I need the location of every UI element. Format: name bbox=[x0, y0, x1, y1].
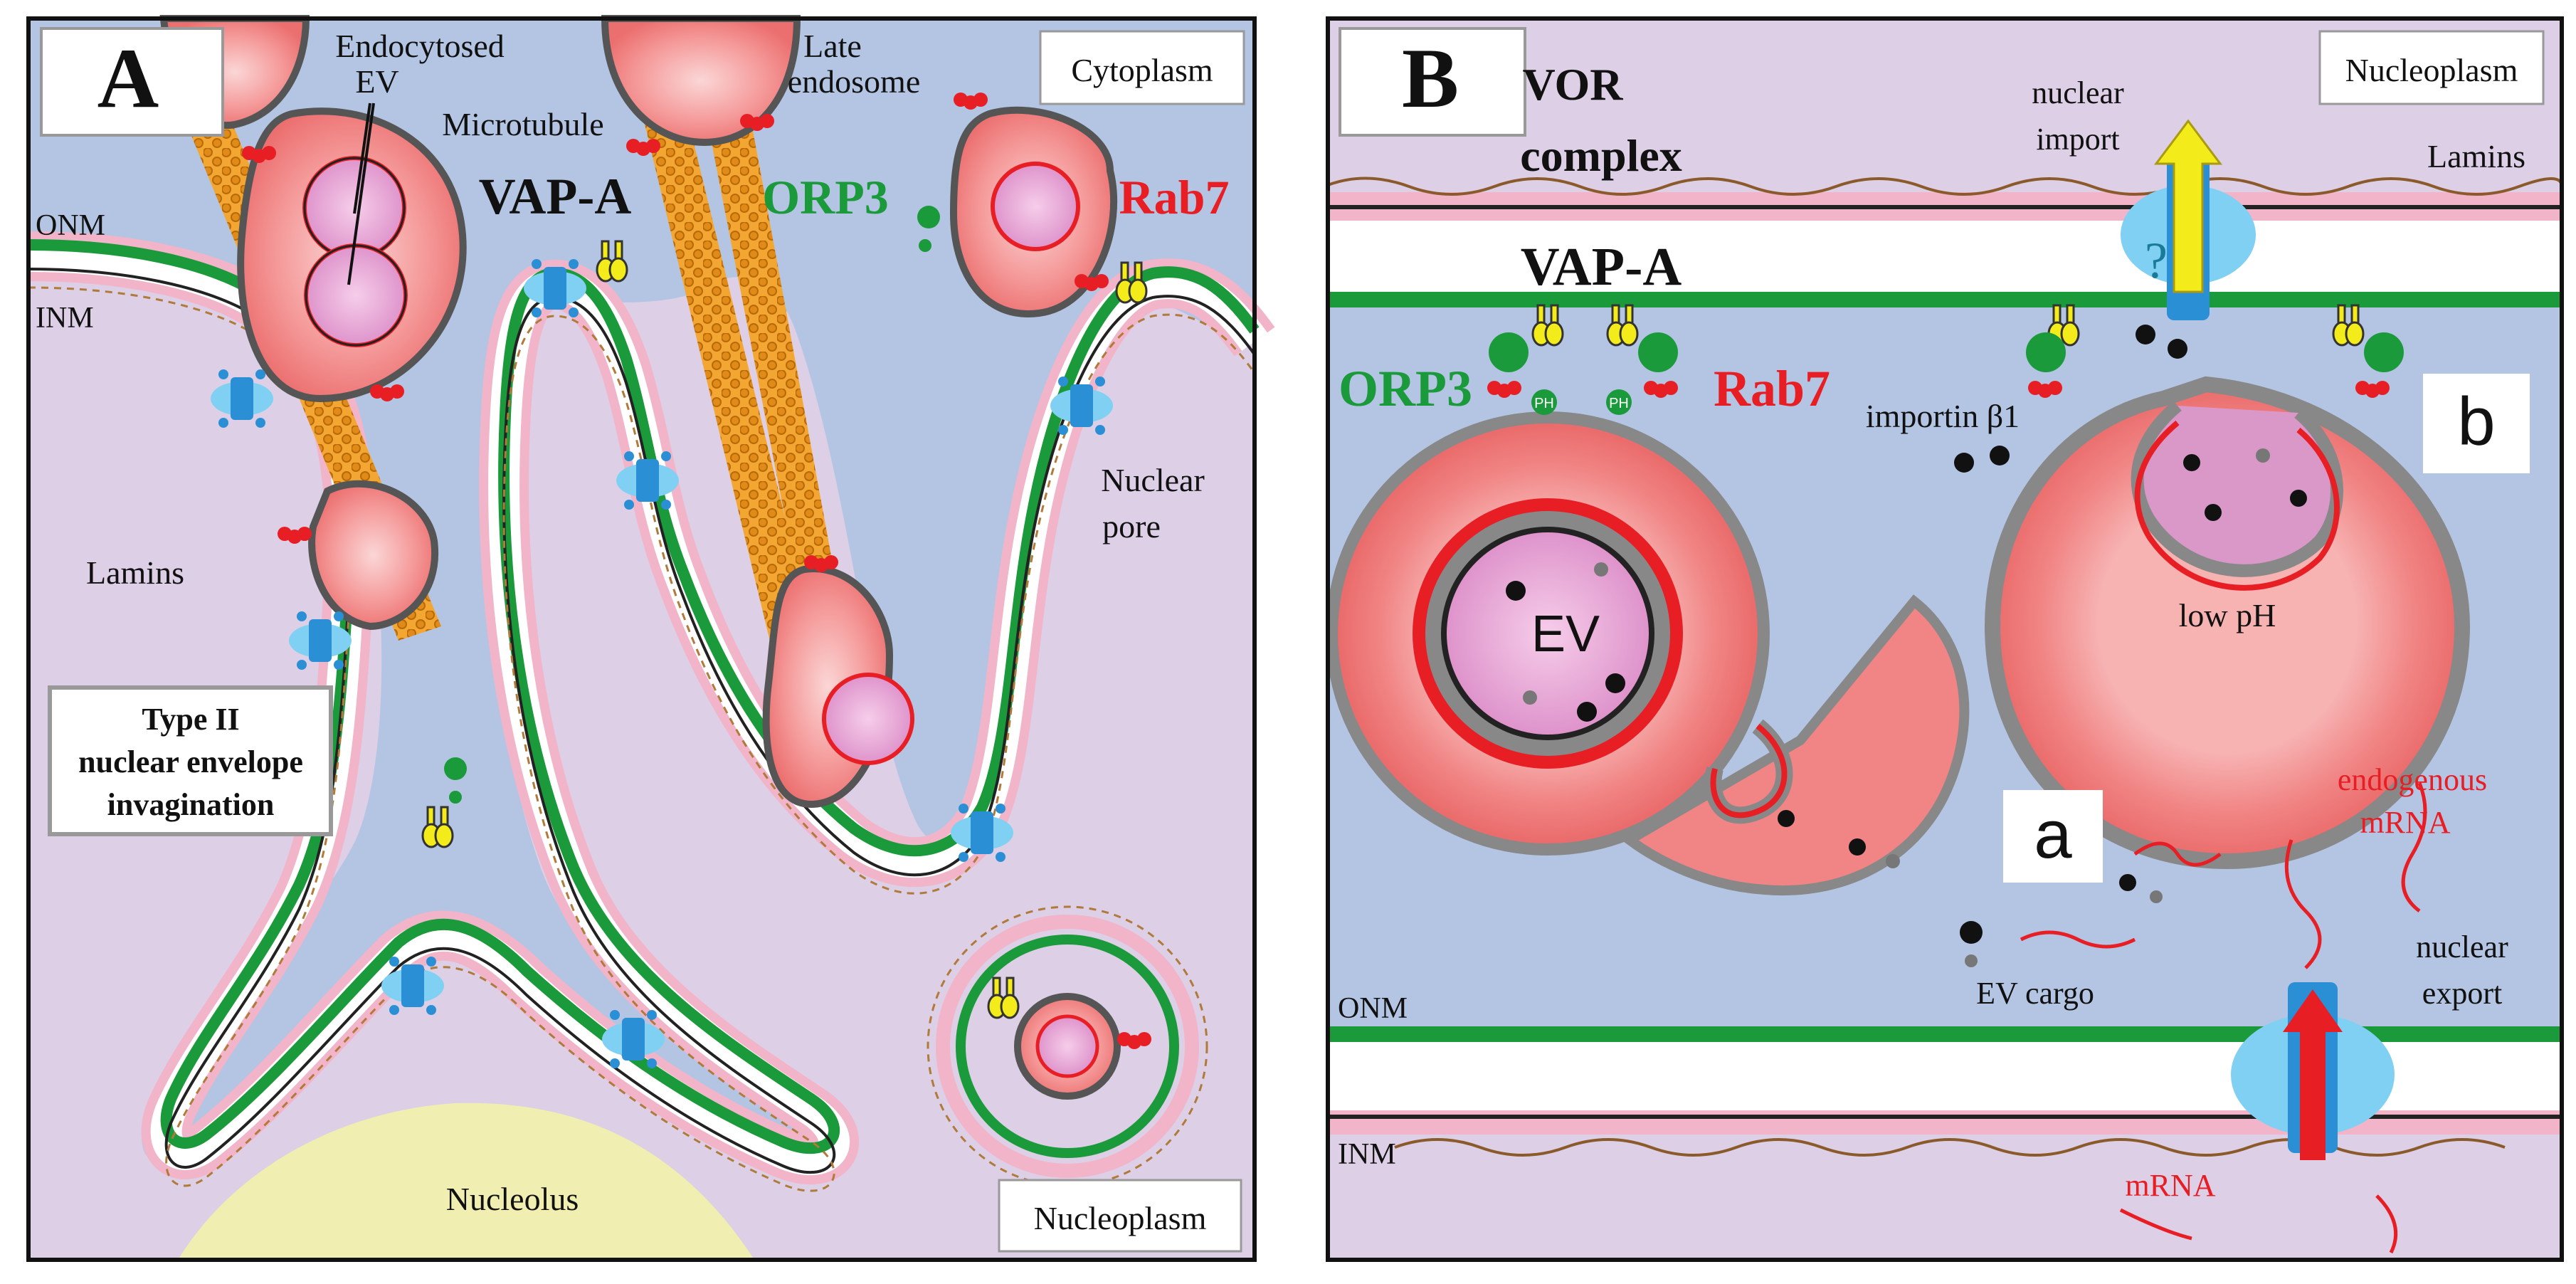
question-mark: ? bbox=[2145, 232, 2168, 289]
nucleoplasm-label-b: Nucleoplasm bbox=[2345, 52, 2518, 88]
nucleolus-shape bbox=[178, 1103, 754, 1260]
endosome-label: endosome bbox=[788, 63, 921, 100]
lamins-label-a: Lamins bbox=[86, 554, 184, 591]
importin-label: importin β1 bbox=[1866, 398, 2020, 434]
ev-pointer-1 bbox=[353, 102, 371, 214]
type2-line2: nuclear envelope bbox=[78, 744, 303, 779]
microtubule-label: Microtubule bbox=[442, 106, 603, 142]
ph-label-2: PH bbox=[1609, 396, 1629, 411]
endogenous-label: endogenous bbox=[2338, 762, 2487, 797]
cytoplasm-label-a: Cytoplasm bbox=[1071, 52, 1213, 88]
nucleoplasm-label-a: Nucleoplasm bbox=[1034, 1200, 1207, 1236]
mrna-label: mRNA bbox=[2125, 1168, 2215, 1203]
inm-label-b: INM bbox=[1338, 1138, 1396, 1171]
nuclear-export-2: export bbox=[2422, 976, 2502, 1011]
vap-a-label-a: VAP-A bbox=[479, 168, 632, 225]
sub-a-label: a bbox=[2034, 796, 2072, 873]
vap-a-label-b: VAP-A bbox=[1521, 237, 1682, 297]
panel-b: ? PH PH bbox=[1326, 16, 2564, 1262]
ev-label-b: EV bbox=[1531, 606, 1600, 663]
ev-cargo-label: EV cargo bbox=[1976, 976, 2094, 1011]
type2-line1: Type II bbox=[142, 702, 239, 737]
orp3-label-a: ORP3 bbox=[762, 170, 889, 224]
ph-label-1: PH bbox=[1534, 396, 1554, 411]
panel-b-letter: B bbox=[1402, 31, 1459, 125]
mrna-strands bbox=[2020, 782, 2427, 1254]
lamins-label-b: Lamins bbox=[2427, 138, 2525, 174]
endosome-left-b bbox=[1326, 411, 1770, 856]
vor-complexes: PH PH bbox=[1487, 304, 2404, 415]
nuclear-import-2: import bbox=[2036, 122, 2119, 157]
onm-label-b: ONM bbox=[1338, 992, 1408, 1025]
panel-a: A Endocytosed EV Microtubule Late endoso… bbox=[26, 15, 1275, 1262]
type2-line3: invagination bbox=[107, 787, 275, 822]
vor-label-2: complex bbox=[1520, 130, 1682, 181]
lamins-top bbox=[1327, 177, 2563, 196]
nuclear-import-1: nuclear bbox=[2032, 75, 2124, 110]
nucleolus-label: Nucleolus bbox=[446, 1181, 579, 1217]
endosome-fragment-a bbox=[1620, 594, 2163, 967]
inm-label-a: INM bbox=[36, 302, 94, 335]
ev-pointer-2 bbox=[347, 102, 375, 285]
rab7-label-a: Rab7 bbox=[1119, 170, 1230, 224]
orp3-proteins-a bbox=[444, 206, 940, 804]
nuclear-pore-import: ? bbox=[2121, 119, 2256, 320]
onm-label-a: ONM bbox=[36, 209, 105, 242]
endogenous-mrna-label: mRNA bbox=[2360, 805, 2450, 840]
endocytosed-label: Endocytosed bbox=[335, 28, 505, 64]
sub-b-label: b bbox=[2457, 384, 2495, 460]
endosome-right-b bbox=[1984, 376, 2471, 870]
low-ph-label: low pH bbox=[2179, 597, 2276, 633]
rab7-label-b: Rab7 bbox=[1714, 360, 1830, 417]
importin-dots bbox=[1954, 325, 2187, 473]
nuclear-label: Nuclear bbox=[1101, 462, 1205, 498]
panel-a-letter: A bbox=[97, 31, 159, 125]
nuclear-pore-export bbox=[2231, 982, 2395, 1160]
vor-label-1: VOR bbox=[1523, 59, 1624, 110]
orp3-label-b: ORP3 bbox=[1339, 360, 1472, 417]
late-label: Late bbox=[803, 28, 862, 64]
pore-label: pore bbox=[1102, 508, 1161, 544]
ev-label-a: EV bbox=[355, 63, 398, 100]
nuclear-export-1: nuclear bbox=[2416, 930, 2508, 964]
